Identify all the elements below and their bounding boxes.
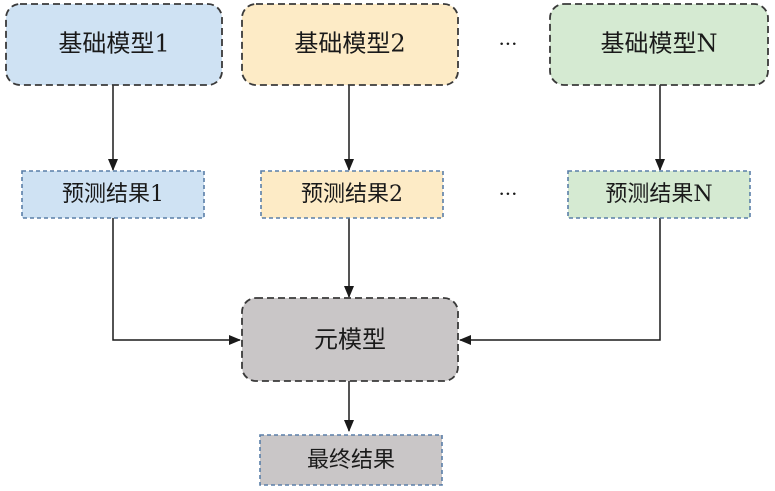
base-model-2: 基础模型2 xyxy=(241,3,459,86)
base-model-2-box xyxy=(241,3,459,86)
base-model-1-box xyxy=(5,3,223,86)
predictions-ellipsis: ··· xyxy=(498,182,517,206)
prediction-n: 预测结果N xyxy=(567,170,751,219)
prediction-1-label: 预测结果1 xyxy=(62,182,164,207)
base-model-n-box xyxy=(549,3,769,86)
prediction-2: 预测结果2 xyxy=(260,170,444,219)
prediction-n-box xyxy=(567,170,751,219)
final-result-label: 最终结果 xyxy=(307,448,395,473)
arrow-pred1-to-meta xyxy=(112,218,241,345)
prediction-2-label: 预测结果2 xyxy=(301,182,403,207)
meta-model-label: 元模型 xyxy=(314,326,386,354)
meta-model-box xyxy=(241,297,459,382)
base-model-n: 基础模型N xyxy=(549,3,769,86)
prediction-1-box xyxy=(21,170,205,219)
final-result-box xyxy=(259,434,443,486)
arrow-predN-to-meta xyxy=(459,218,661,345)
prediction-n-label: 预测结果N xyxy=(605,182,712,207)
base-model-1: 基础模型1 xyxy=(5,3,223,86)
base-model-1-label: 基础模型1 xyxy=(58,30,169,58)
base-model-n-label: 基础模型N xyxy=(601,30,718,58)
base-models-ellipsis: ··· xyxy=(498,32,517,56)
prediction-2-box xyxy=(260,170,444,219)
connectors xyxy=(108,85,665,432)
base-model-2-label: 基础模型2 xyxy=(294,30,405,58)
prediction-1: 预测结果1 xyxy=(21,170,205,219)
meta-model: 元模型 xyxy=(241,297,459,382)
final-result: 最终结果 xyxy=(259,434,443,486)
